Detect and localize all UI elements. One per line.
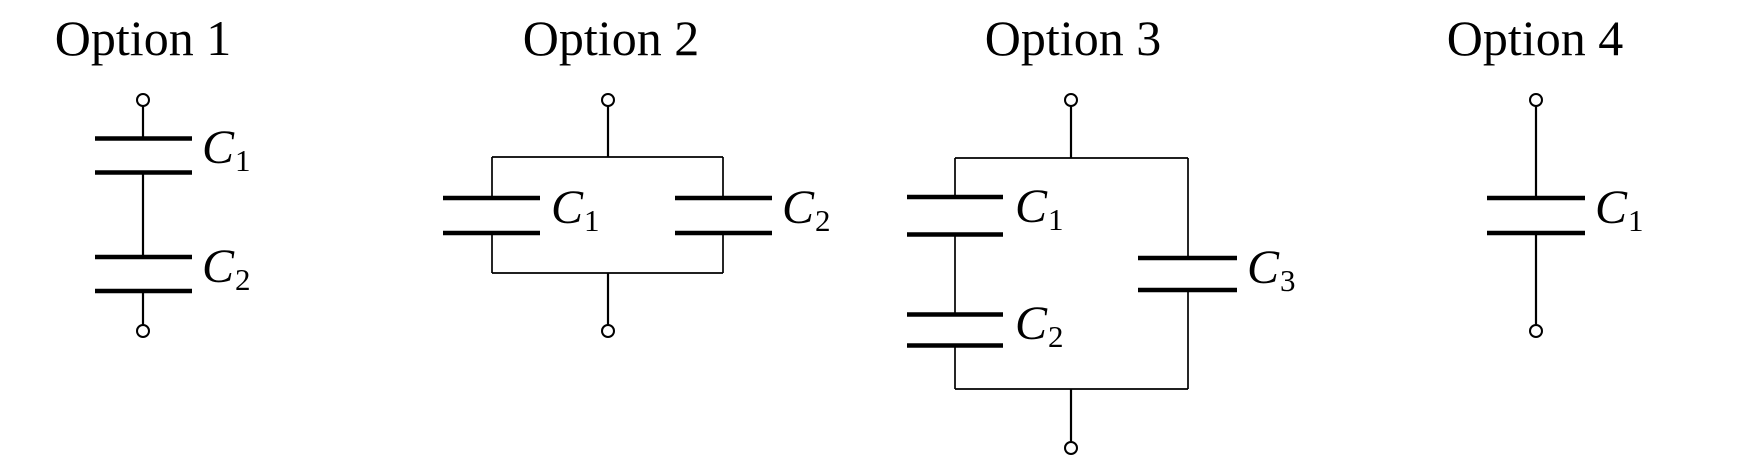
option-4-capacitor-1-label: C1 bbox=[1595, 181, 1644, 238]
option-1-circuit bbox=[95, 93, 192, 338]
terminal-top-icon bbox=[1529, 93, 1543, 107]
option-3-capacitor-1-label: C1 bbox=[1015, 180, 1064, 237]
option-2-capacitor-2-label: C2 bbox=[782, 181, 831, 238]
terminal-bottom-icon bbox=[1064, 441, 1078, 455]
option-2-capacitor-1-label: C1 bbox=[551, 181, 600, 238]
option-1-capacitor-1-label: C1 bbox=[202, 121, 251, 178]
terminal-bottom-icon bbox=[136, 324, 150, 338]
terminal-top-icon bbox=[1064, 93, 1078, 107]
parallel-loop-wire bbox=[491, 156, 724, 274]
terminal-bottom-icon bbox=[1529, 324, 1543, 338]
option-2-title: Option 2 bbox=[522, 10, 700, 66]
option-1-capacitor-2-label: C2 bbox=[202, 240, 251, 297]
terminal-top-icon bbox=[136, 93, 150, 107]
option-3-circuit bbox=[907, 93, 1237, 455]
terminal-bottom-icon bbox=[601, 324, 615, 338]
option-4-circuit bbox=[1487, 93, 1585, 338]
option-2-circuit bbox=[443, 93, 772, 338]
option-1-title: Option 1 bbox=[54, 10, 232, 66]
parallel-loop-wire bbox=[954, 157, 1189, 390]
option-3-capacitor-3-label: C3 bbox=[1247, 241, 1296, 298]
option-4-title: Option 4 bbox=[1446, 10, 1624, 66]
option-3-capacitor-2-label: C2 bbox=[1015, 297, 1064, 354]
terminal-top-icon bbox=[601, 93, 615, 107]
option-3-title: Option 3 bbox=[984, 10, 1162, 66]
